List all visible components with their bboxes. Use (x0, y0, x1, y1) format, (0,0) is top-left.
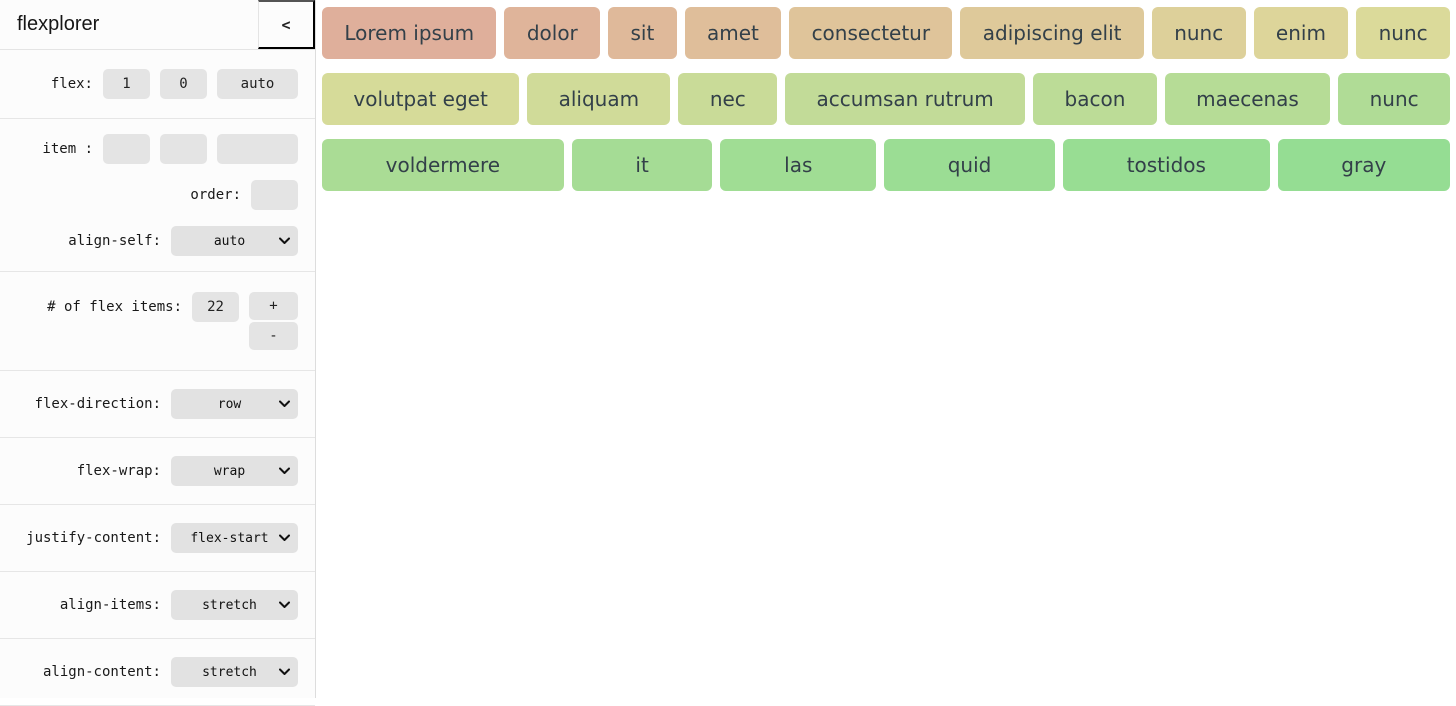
page-title: flexplorer (17, 13, 100, 35)
flex-item-label: sit (630, 21, 655, 45)
section-flex: flex: (0, 50, 315, 119)
item-row: item : (0, 134, 298, 164)
flex-item: bacon (1033, 73, 1157, 125)
flex-item: gray (1277, 139, 1450, 191)
flex-item: volutpat eget (322, 73, 520, 125)
flex-grow-input[interactable] (103, 69, 150, 99)
section-item: item : order: align-self: auto (0, 119, 315, 272)
flex-item-label: Lorem ipsum (344, 21, 475, 45)
flex-item: aliquam (527, 73, 671, 125)
flex-direction-select[interactable]: row (171, 389, 298, 419)
flex-item: enim (1253, 7, 1349, 59)
section-flex-direction: flex-direction: row (0, 371, 315, 438)
align-self-label: align-self: (68, 233, 161, 249)
flex-item-label: nec (709, 87, 746, 111)
order-input[interactable] (251, 180, 298, 210)
flex-item: las (720, 139, 877, 191)
flex-item: sit (608, 7, 677, 59)
flex-item: nec (678, 73, 778, 125)
chevron-left-icon: < (281, 15, 291, 34)
justify-content-label: justify-content: (26, 530, 161, 546)
flex-item: Lorem ipsum (322, 7, 497, 59)
flex-item: voldermere (322, 139, 564, 191)
remove-item-button[interactable]: - (249, 322, 298, 350)
flex-item-label: amet (706, 21, 759, 45)
flex-container: Lorem ipsum dolor sit amet consectetur a… (318, 0, 1454, 198)
flex-item-label: nunc (1378, 21, 1428, 45)
sidebar-header: flexplorer < (0, 0, 315, 50)
flex-item: nunc (1356, 7, 1450, 59)
flex-item-label: it (635, 153, 649, 177)
flex-direction-label: flex-direction: (34, 396, 161, 412)
item-basis-input[interactable] (217, 134, 298, 164)
flex-label: flex: (50, 76, 93, 92)
flex-item-label: tostidos (1126, 153, 1206, 177)
count-label: # of flex items: (47, 299, 182, 315)
section-justify-content: justify-content: flex-start (0, 505, 315, 572)
flex-item: maecenas (1164, 73, 1331, 125)
order-row: order: (0, 180, 298, 210)
flex-item-label: aliquam (558, 87, 640, 111)
align-content-select[interactable]: stretch (171, 657, 298, 687)
flex-item-label: voldermere (385, 153, 501, 177)
justify-content-select[interactable]: flex-start (171, 523, 298, 553)
flex-item-label: nunc (1369, 87, 1419, 111)
flex-wrap-row: flex-wrap: wrap (0, 456, 298, 486)
section-align-items: align-items: stretch (0, 572, 315, 639)
section-flex-wrap: flex-wrap: wrap (0, 438, 315, 505)
main-area: Lorem ipsum dolor sit amet consectetur a… (316, 0, 1456, 698)
collapse-sidebar-button[interactable]: < (258, 0, 315, 49)
align-self-row: align-self: auto (0, 226, 298, 256)
flex-item: consectetur (789, 7, 953, 59)
flex-row: flex: (0, 69, 298, 99)
order-label: order: (190, 187, 241, 203)
item-shrink-input[interactable] (160, 134, 207, 164)
section-align-content: align-content: stretch (0, 639, 315, 706)
item-label: item : (42, 141, 93, 157)
flex-item-label: dolor (526, 21, 578, 45)
align-items-row: align-items: stretch (0, 590, 298, 620)
flex-item-label: nunc (1174, 21, 1224, 45)
align-content-label: align-content: (42, 664, 161, 680)
add-item-button[interactable]: + (249, 292, 298, 320)
flex-basis-input[interactable] (217, 69, 298, 99)
flex-item-label: bacon (1064, 87, 1126, 111)
flex-item-label: quid (947, 153, 992, 177)
sidebar: flexplorer < flex: item : order: (0, 0, 316, 706)
flex-item: accumsan rutrum (785, 73, 1026, 125)
flex-item-label: las (784, 153, 813, 177)
flex-shrink-input[interactable] (160, 69, 207, 99)
align-items-select[interactable]: stretch (171, 590, 298, 620)
align-self-select[interactable]: auto (171, 226, 298, 256)
justify-content-row: justify-content: flex-start (0, 523, 298, 553)
flex-item: nunc (1338, 73, 1451, 125)
flex-item: quid (884, 139, 1056, 191)
flex-item: it (571, 139, 713, 191)
flex-item-label: accumsan rutrum (816, 87, 994, 111)
section-count: # of flex items: + - (0, 272, 315, 371)
item-grow-input[interactable] (103, 134, 150, 164)
flex-item-label: gray (1341, 153, 1387, 177)
flex-direction-row: flex-direction: row (0, 389, 298, 419)
flex-wrap-select[interactable]: wrap (171, 456, 298, 486)
count-row: # of flex items: + - (0, 292, 298, 350)
flex-wrap-label: flex-wrap: (76, 463, 161, 479)
flex-item-label: consectetur (811, 21, 931, 45)
flex-item: tostidos (1063, 139, 1270, 191)
item-count-input[interactable] (192, 292, 239, 322)
flex-item: nunc (1151, 7, 1246, 59)
align-items-label: align-items: (59, 597, 161, 613)
flex-item-label: volutpat eget (353, 87, 488, 111)
flex-item-label: adipiscing elit (982, 21, 1122, 45)
flex-item-label: maecenas (1196, 87, 1299, 111)
align-content-row: align-content: stretch (0, 657, 298, 687)
flex-item: adipiscing elit (960, 7, 1144, 59)
flex-item: dolor (504, 7, 601, 59)
flex-item: amet (684, 7, 782, 59)
flex-item-label: enim (1275, 21, 1326, 45)
